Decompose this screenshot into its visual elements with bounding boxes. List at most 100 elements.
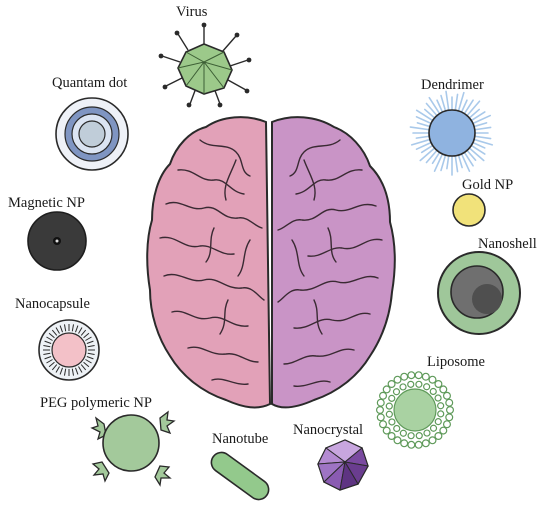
liposome-bead [376,398,385,407]
brain-right-hemisphere [271,116,396,409]
dendrimer-spike [445,90,450,113]
nanocapsule-membrane-tick [51,329,58,336]
liposome-bead [415,432,423,440]
nanotube [210,451,270,501]
dendrimer-spike [454,153,459,173]
liposome-outer-layer [376,371,455,449]
nanocapsule-membrane-tick [46,359,53,364]
liposome-bead [388,418,396,426]
nanocapsule-membrane-tick [59,367,63,375]
dendrimer-spike [420,144,435,154]
nanocapsule-membrane-tick [63,368,67,376]
liposome-bead [407,432,415,440]
nanocapsule-membrane-tick [86,340,94,344]
nanocapsule-membrane-tick [44,356,52,360]
label-nanotube: Nanotube [212,431,269,447]
dendrimer-spike [423,108,437,120]
dendrimer-spike [416,122,432,128]
liposome-bead [437,402,445,410]
nanocapsule-membrane [43,324,95,376]
nanocapsule-membrane-tick [43,344,51,348]
liposome-bead [385,402,393,410]
liposome-bead [393,424,401,433]
liposome-bead [387,432,396,441]
nanocapsule-membrane-tick [80,364,87,371]
dendrimer-spike [471,114,492,125]
dendrimer-spike [440,153,447,172]
nanocapsule-membrane-tick [83,332,90,339]
nanocapsule-membrane-tick [87,352,95,356]
dendrimer-spike [472,135,492,140]
brain-gyri [159,139,383,387]
liposome-bead [437,410,445,418]
dendrimer-spike [436,99,444,114]
label-virus: Virus [176,4,208,20]
dendrimer-spike [457,91,465,113]
nanocapsule-membrane-tick [75,367,79,375]
liposome-bead [439,426,448,435]
dendrimer-spike [471,141,486,149]
nanocapsule-membrane-tick [85,359,92,364]
liposome-bead [399,429,407,437]
dendrimer-spikes [409,90,494,176]
dendrimer-spike [460,99,468,114]
liposome-bead [421,439,430,448]
liposome-bead [446,406,455,415]
liposome-bead [423,429,431,437]
dendrimer-spike [446,153,450,170]
liposome-bead [434,418,442,426]
liposome-bead [421,372,430,381]
liposome-bead [385,410,393,418]
dendrimer-spike [409,126,432,131]
liposome-bead [423,383,431,391]
dendrimer-spike [467,108,481,120]
nanocapsule-membrane-tick [48,361,55,368]
quantum-dot [55,97,129,171]
label-gold-np: Gold NP [462,177,514,193]
liposome-bead [399,383,407,391]
liposome-bead [434,432,443,441]
dendrimer-spike [460,152,471,173]
nanocapsule-membrane-tick [87,344,95,348]
liposome-bead [393,436,402,445]
liposome-bead [382,385,391,394]
gold-np [452,193,486,227]
peg-branches [90,410,176,487]
liposome-bead [428,375,437,384]
liposome-bead [407,440,416,449]
liposome-bead [429,424,438,432]
liposome-bead [407,380,415,388]
dendrimer-spike [465,100,481,118]
liposome-bead [414,371,423,380]
liposome-bead [414,440,423,449]
label-nanocapsule: Nanocapsule [15,296,90,312]
dendrimer-spike [469,144,486,155]
brain-left-hemisphere [146,116,272,409]
liposome-bead [442,420,451,429]
liposome-bead [388,394,396,402]
dendrimer-spike [425,148,439,164]
dendrimer-spike [463,150,474,167]
nanocrystal [317,439,369,491]
dendrimer-spike [410,138,432,146]
label-magnetic-np: Magnetic NP [8,195,85,211]
liposome-bead [415,380,423,388]
liposome-bead [379,391,388,400]
peg-polymeric-np [90,410,176,487]
nanocapsule-membrane-tick [86,356,94,360]
nanocapsule-membrane-tick [55,327,60,334]
label-peg-polymeric-np: PEG polymeric NP [40,395,152,411]
liposome [376,371,455,449]
dendrimer-spike [472,138,494,146]
dendrimer-spike [454,93,459,113]
nanocapsule-membrane-tick [78,327,83,334]
dendrimer-spike [469,111,486,122]
liposome-bead [407,371,416,380]
nanocapsule-membrane-tick [51,364,58,371]
label-liposome: Liposome [427,354,485,370]
label-quantum-dot: Quantam dot [52,75,128,91]
liposome-bead [376,413,385,422]
nanocapsule-membrane-tick [48,332,55,339]
